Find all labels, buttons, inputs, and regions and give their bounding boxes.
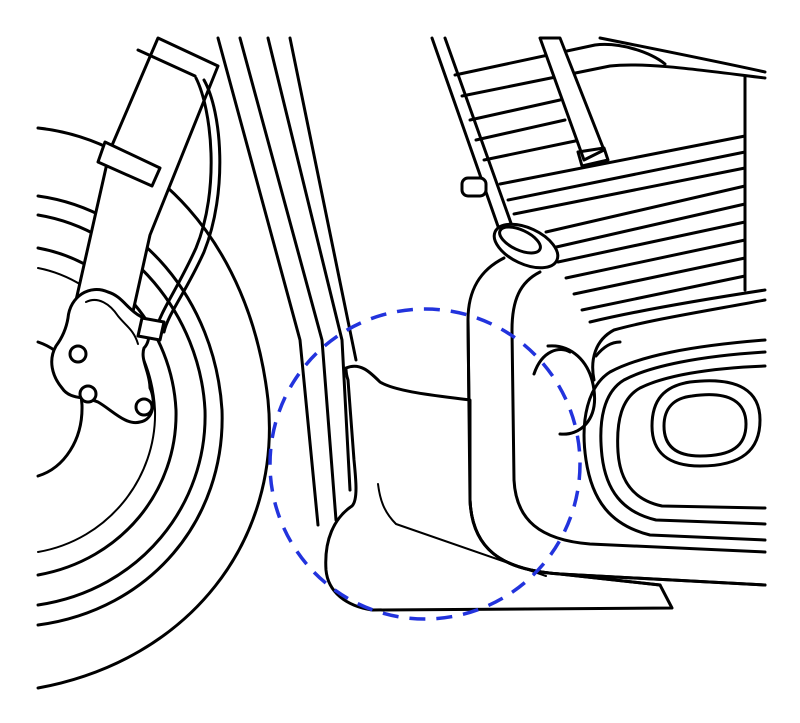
brake-hose-outer [154,76,213,332]
spoiler-crease [377,483,547,577]
downtube-edge-1 [216,36,320,527]
primary-cover-mid [599,350,767,526]
exhaust-inner [510,270,767,554]
downtube-edge-4 [288,36,358,362]
rocker-cover-top [598,36,767,74]
crankcase-detail [594,340,622,358]
highlight-callout-circle [268,307,582,621]
cylinder-base [588,288,767,324]
caliper-bolt-bottom [78,384,98,404]
caliper-detail [85,298,139,345]
cam-cover [546,344,597,436]
cylinder-left-edge [430,36,502,234]
derby-cover-outer [650,379,762,468]
front-fork [70,36,220,320]
spark-plug-boss [460,176,488,198]
engine-cylinder [430,36,767,324]
cyl-fin-3 [512,166,747,216]
brake-caliper [50,288,155,425]
brake-hose-fitting [136,316,166,342]
cyl-fin-1 [498,134,747,186]
fork-clamp [96,140,162,188]
fork-top-line [136,48,197,78]
head-fin-2 [474,118,567,142]
brake-hose-inner [162,78,222,334]
pushrod-base [576,146,610,168]
chin-spoiler [324,364,674,612]
head-fin-3 [482,138,582,162]
cyl-fin-2 [506,150,747,202]
primary-cover-outer [582,338,767,542]
cyl-fin-9 [580,274,747,312]
caliper-bolt-top [68,344,88,364]
cyl-fin-5 [550,202,747,250]
downtube-edge-3 [266,36,352,492]
brake-line [136,76,222,342]
cyl-fin-8 [572,256,747,296]
cam-cover-inner [532,348,572,376]
exhaust-port-opening [498,225,542,255]
cyl-fin-6 [556,220,747,264]
downtube-edge-2 [238,36,338,522]
rocker-cover-line-1 [453,42,667,77]
exhaust-port-collar [492,222,560,270]
cyl-fin-4 [544,184,747,234]
rocker-cover-line-2 [460,63,767,98]
cyl-fin-7 [564,238,747,280]
head-fin-1 [468,98,562,122]
cylinder-left-edge-2 [443,36,514,228]
caliper-bolt-right [134,397,154,417]
exhaust-pipe [466,222,767,587]
derby-cover-inner [662,393,748,458]
primary-cover-inner [616,364,767,510]
engine-cover [532,298,767,542]
exhaust-outer-front [466,318,767,587]
crankcase-top [591,298,767,382]
frame-downtube [216,36,358,527]
